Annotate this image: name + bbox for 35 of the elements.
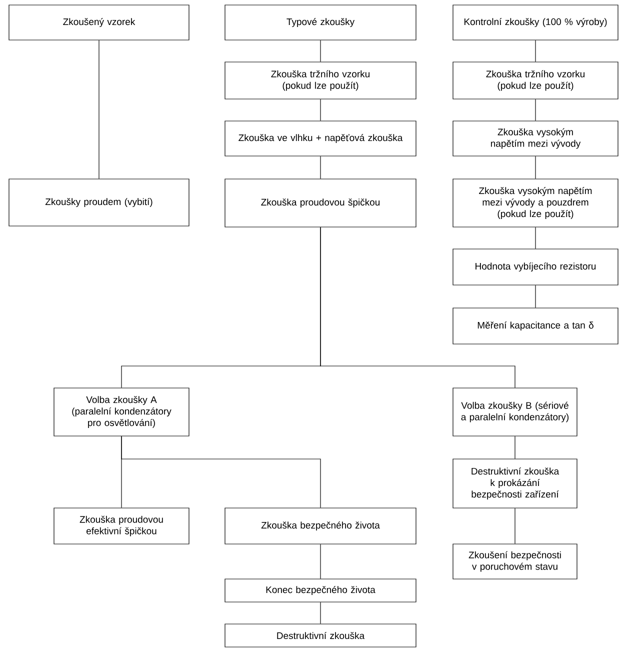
process-box: Měření kapacitance a tan δ (452, 308, 618, 344)
process-box: Destruktivní zkouška (224, 624, 416, 648)
process-box: Hodnota vybíjecího rezistoru (452, 248, 618, 286)
process-box: Konec bezpečného života (224, 578, 416, 602)
connector-line (535, 99, 536, 121)
connector-line (320, 544, 321, 579)
process-box: Zkouška bezpečného života (224, 508, 416, 544)
process-box: Zkoušky proudem (vybití) (8, 178, 190, 226)
connector-line (535, 227, 536, 249)
process-box: Zkouška proudovou efektivní špičkou (54, 508, 190, 544)
connector-line (320, 602, 321, 624)
process-box: Typové zkoušky (224, 4, 416, 40)
process-box: Zkouška ve vlhku + napěťová zkouška (224, 120, 416, 156)
process-box: Zkouška vysokým napětím mezi vývody (452, 120, 618, 156)
connector-line (514, 436, 516, 459)
process-box: Volba zkoušky B (sériové a paralelní kondenzátory) (452, 388, 578, 436)
process-box: Zkoušení bezpečnosti v poruchovém stavu (452, 544, 578, 580)
process-box: Zkouška vysokým napětím mezi vývody a pouzdrem (pokud lze použít) (452, 178, 618, 228)
connector-line (121, 436, 321, 508)
connector-line (320, 40, 321, 62)
connector-line (320, 99, 321, 121)
process-box: Kontrolní zkoušky (100 % výroby) (452, 4, 618, 40)
process-box: Zkouška proudovou špičkou (224, 178, 416, 228)
process-box: Volba zkoušky A (paralelní kondenzátory pro osvětlování) (54, 388, 190, 436)
connector-line (320, 156, 321, 179)
connector-line (535, 156, 536, 179)
connector-line (98, 40, 100, 179)
connector-line (320, 227, 516, 388)
process-box: Destruktivní zkouška k prokázání bezpečnosti zařízení (452, 458, 578, 508)
process-box: Zkouška tržního vzorku (pokud lze použít) (224, 62, 416, 100)
connector-line (535, 40, 536, 62)
connector-line (514, 508, 516, 544)
process-box: Zkoušený vzorek (8, 4, 190, 40)
connector-line (535, 285, 536, 308)
process-box: Zkouška tržního vzorku (pokud lze použít) (452, 62, 618, 100)
